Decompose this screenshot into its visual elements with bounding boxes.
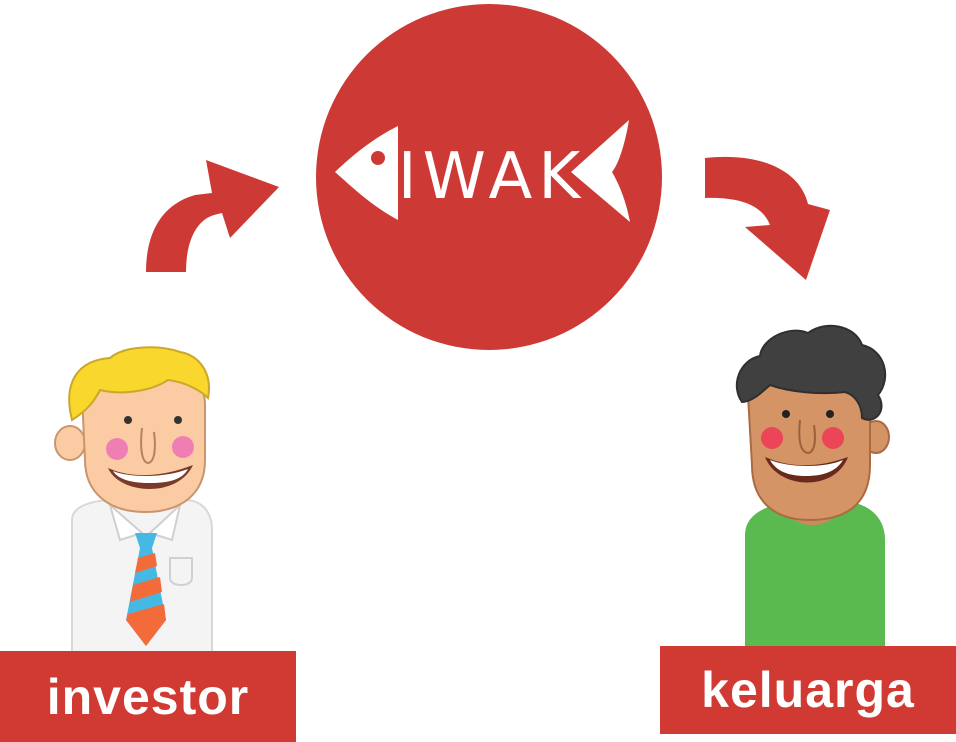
- investor-avatar: [54, 346, 213, 656]
- label-investor-text: investor: [46, 668, 250, 725]
- iwak-logo: IWAK: [316, 4, 662, 350]
- curved-arrow-down-right-icon: [705, 156, 830, 280]
- tie-icon: [126, 533, 166, 646]
- label-keluarga: keluarga: [660, 646, 956, 734]
- label-investor: investor: [0, 651, 296, 742]
- curved-arrow-up-right-icon: [146, 160, 279, 272]
- label-keluarga-text: keluarga: [701, 662, 915, 718]
- logo-text: IWAK: [398, 140, 586, 214]
- family-member-avatar: [735, 324, 890, 650]
- fish-skeleton-icon: [335, 120, 630, 222]
